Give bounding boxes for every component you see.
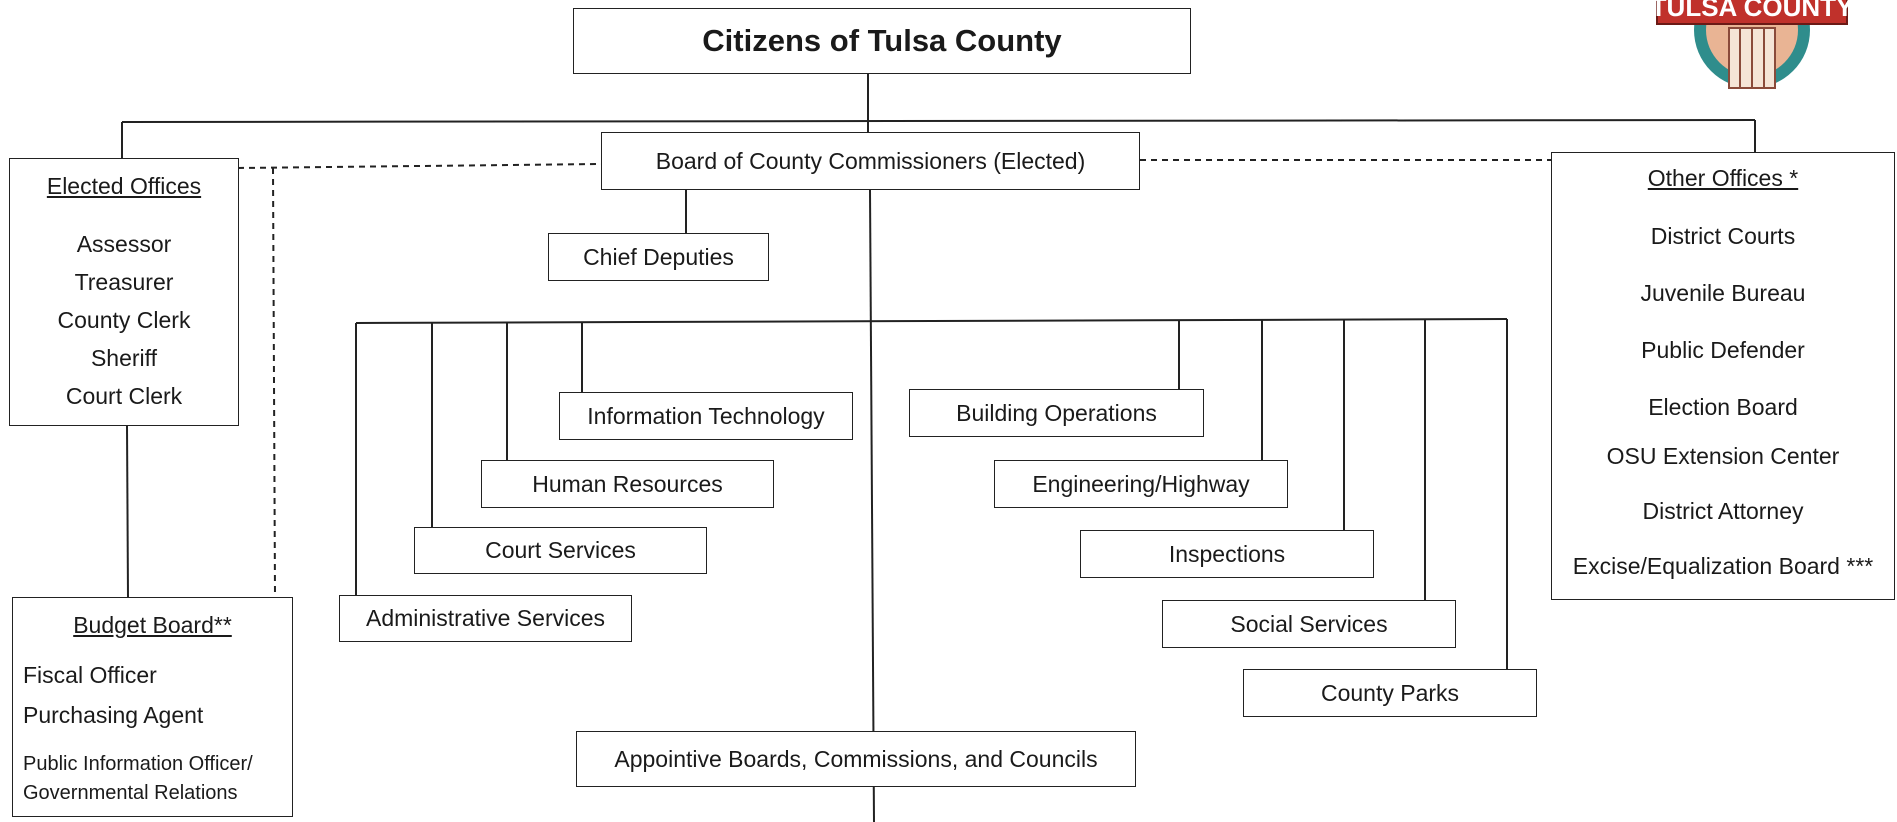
budget-board-item: Public Information Officer/ bbox=[23, 753, 253, 775]
budget-board-panel: Budget Board** Fiscal Officer Purchasing… bbox=[12, 597, 293, 817]
other-office-item: District Courts bbox=[1650, 223, 1796, 249]
dept-engineering-highway: Engineering/Highway bbox=[994, 460, 1288, 508]
elected-offices-panel: Elected Offices Assessor Treasurer Count… bbox=[9, 158, 239, 426]
budget-board-item: Governmental Relations bbox=[23, 782, 238, 804]
dept-court-services: Court Services bbox=[414, 527, 707, 574]
other-office-item: District Attorney bbox=[1642, 498, 1804, 524]
other-office-item: OSU Extension Center bbox=[1606, 443, 1840, 469]
budget-board-item: Purchasing Agent bbox=[23, 702, 204, 728]
elected-office-item: Assessor bbox=[76, 231, 172, 257]
elected-office-item: Treasurer bbox=[74, 269, 174, 295]
other-offices-heading: Other Offices * bbox=[1647, 165, 1799, 191]
dept-human-resources: Human Resources bbox=[481, 460, 774, 508]
dept-social-services: Social Services bbox=[1162, 600, 1456, 648]
node-chief-deputies: Chief Deputies bbox=[548, 233, 769, 281]
node-board-of-commissioners: Board of County Commissioners (Elected) bbox=[601, 132, 1140, 190]
elected-office-item: Sheriff bbox=[90, 345, 158, 371]
dept-county-parks: County Parks bbox=[1243, 669, 1537, 717]
other-office-item: Public Defender bbox=[1641, 337, 1805, 363]
dept-inspections: Inspections bbox=[1080, 530, 1374, 578]
other-office-item: Juvenile Bureau bbox=[1640, 280, 1806, 306]
tulsa-county-logo: TULSA COUNTY bbox=[1652, 0, 1852, 89]
svg-text:TULSA COUNTY: TULSA COUNTY bbox=[1652, 0, 1852, 22]
other-offices-panel: Other Offices * District Courts Juvenile… bbox=[1551, 152, 1895, 600]
dept-information-technology: Information Technology bbox=[559, 392, 853, 440]
budget-board-item: Fiscal Officer bbox=[23, 662, 157, 688]
other-office-item: Election Board bbox=[1648, 394, 1798, 420]
elected-office-item: County Clerk bbox=[57, 307, 191, 333]
elected-office-item: Court Clerk bbox=[65, 383, 183, 409]
other-office-item: Excise/Equalization Board *** bbox=[1572, 553, 1874, 579]
dept-building-operations: Building Operations bbox=[909, 389, 1204, 437]
elected-offices-heading: Elected Offices bbox=[46, 173, 202, 199]
budget-board-heading: Budget Board** bbox=[73, 612, 232, 638]
node-appointive-boards: Appointive Boards, Commissions, and Coun… bbox=[576, 731, 1136, 787]
dept-administrative-services: Administrative Services bbox=[339, 595, 632, 642]
root-node-citizens: Citizens of Tulsa County bbox=[573, 8, 1191, 74]
